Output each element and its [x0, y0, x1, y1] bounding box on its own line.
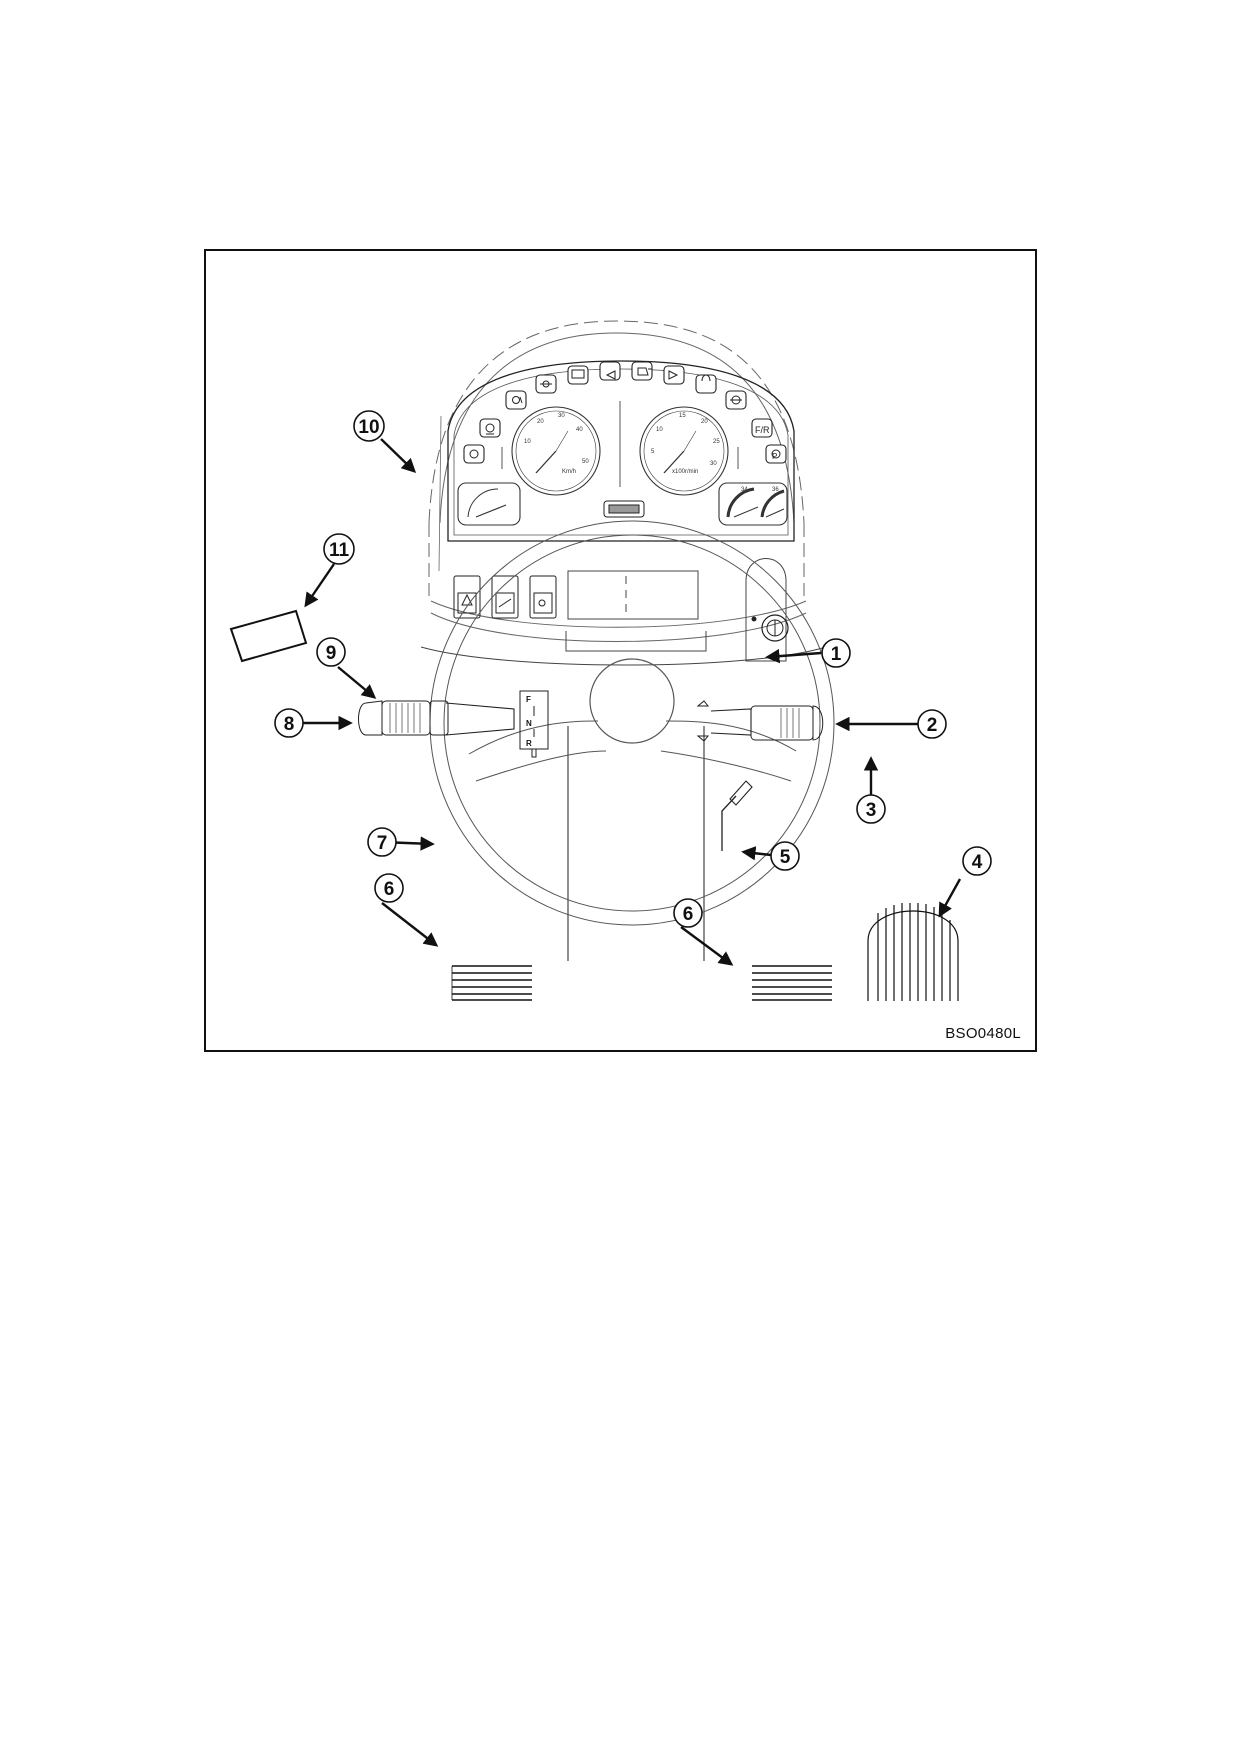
- callout-label: 9: [326, 643, 337, 664]
- callout-label: 3: [866, 800, 877, 821]
- tachometer-tick-label: 10: [656, 427, 663, 433]
- warning-lamp-symbols: [469, 367, 781, 459]
- multifunction-switch-stalk[interactable]: [696, 700, 824, 742]
- hand-throttle-lever[interactable]: [721, 780, 753, 851]
- callout-label: 10: [358, 417, 379, 438]
- center-console: [420, 570, 827, 666]
- figure-code: BSO0480L: [945, 1025, 1021, 1042]
- shifter-letter: R: [526, 739, 532, 748]
- speedometer-tick-label: 20: [537, 419, 544, 425]
- shifter-letter: F: [526, 695, 531, 704]
- operator-controls-diagram: F/R P 10 20 30 40 50 Km/h 5 10 15 20 25 …: [229, 320, 992, 1001]
- tachometer-unit: x100r/min: [672, 469, 698, 475]
- instrument-cluster: [438, 360, 795, 572]
- speedometer-tick-label: 50: [582, 459, 589, 465]
- tachometer: [639, 406, 729, 496]
- callout-label: 7: [377, 833, 388, 854]
- figure-frame: F/R P 10 20 30 40 50 Km/h 5 10 15 20 25 …: [204, 249, 1037, 1052]
- indicator-p-label: P: [772, 452, 777, 461]
- callout-label: 1: [831, 644, 842, 665]
- callout-circles: [274, 410, 992, 928]
- rocker-switch-worklight[interactable]: [491, 575, 519, 619]
- accelerator-pedal[interactable]: [867, 903, 959, 1001]
- speedometer-tick-label: 10: [524, 439, 531, 445]
- shifter-letter: N: [526, 719, 532, 728]
- steering-column: [567, 726, 705, 961]
- tachometer-tick-label: 30: [710, 461, 717, 467]
- document-holder: [229, 609, 308, 663]
- speedometer: [511, 406, 601, 496]
- callout-label: 5: [780, 847, 791, 868]
- gauge-mark-label: 34: [741, 487, 748, 493]
- callout-label: 2: [927, 715, 938, 736]
- callout-label: 4: [972, 852, 983, 873]
- rocker-switch-beacon[interactable]: [529, 575, 557, 619]
- tachometer-tick-label: 15: [679, 413, 686, 419]
- speedometer-tick-label: 40: [576, 427, 583, 433]
- indicator-fr-label: F/R: [755, 425, 770, 435]
- steering-wheel[interactable]: [429, 520, 835, 926]
- callout-label: 11: [329, 540, 350, 561]
- brake-pedal-right[interactable]: [752, 965, 832, 1001]
- callout-label: 6: [384, 879, 395, 900]
- gauge-mark-label: 36: [772, 487, 779, 493]
- cluster-divider-marks: [501, 401, 739, 487]
- ignition-switch[interactable]: [745, 558, 789, 662]
- speedometer-unit: Km/h: [562, 469, 576, 475]
- tachometer-tick-label: 20: [701, 419, 708, 425]
- tachometer-tick-label: 5: [651, 449, 655, 455]
- callout-label: 6: [683, 904, 694, 925]
- hour-meter: [603, 500, 645, 518]
- speedometer-tick-label: 30: [558, 413, 565, 419]
- gear-selector-stalk[interactable]: [358, 700, 515, 736]
- callout-label: 8: [284, 714, 295, 735]
- fuel-gauge: [457, 482, 521, 526]
- brake-pedal-left[interactable]: [451, 965, 532, 1001]
- tachometer-tick-label: 25: [713, 439, 720, 445]
- fnr-shifter-housing: [519, 690, 549, 758]
- rocker-switch-hazard[interactable]: [453, 575, 481, 619]
- temperature-gauge-left: [718, 482, 788, 526]
